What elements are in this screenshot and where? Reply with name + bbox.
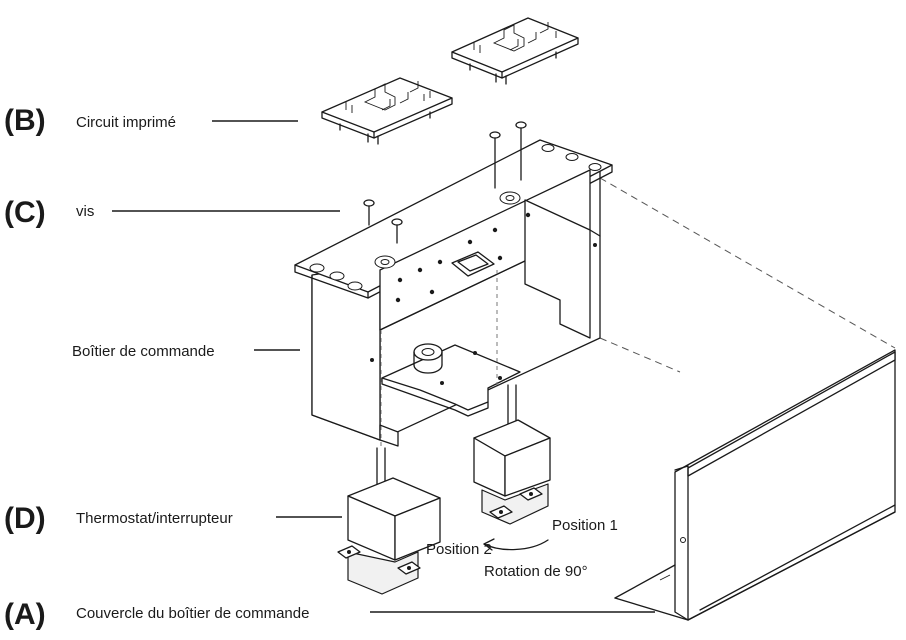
screws xyxy=(363,121,527,244)
screw xyxy=(363,199,375,226)
rotation-label: Rotation de 90° xyxy=(484,563,588,580)
position-1-label: Position 1 xyxy=(552,517,618,534)
callout-label: Couvercle du boîtier de commande xyxy=(76,605,309,622)
thermostat-switch xyxy=(337,330,441,595)
callout-letter: (C) xyxy=(4,196,46,229)
screw xyxy=(391,218,403,244)
bottom-bracket xyxy=(381,343,521,417)
callout-label: Thermostat/interrupteur xyxy=(76,510,233,527)
callout-d: (D) Thermostat/interrupteur xyxy=(4,502,342,535)
control-box-cover xyxy=(614,349,896,621)
cover-alignment-lines xyxy=(599,177,896,373)
position-2-label: Position 2 xyxy=(426,541,492,558)
callout-letter: (A) xyxy=(4,598,46,631)
rotation-arrow-icon xyxy=(483,538,549,551)
callout-letter: (B) xyxy=(4,104,46,137)
callout-a: (A) Couvercle du boîtier de commande xyxy=(4,598,655,631)
screw xyxy=(515,121,527,181)
callout-box: Boîtier de commande xyxy=(72,343,300,360)
callout-c: (C) vis xyxy=(4,196,340,229)
callout-letter: (D) xyxy=(4,502,46,535)
circuit-board xyxy=(451,17,579,85)
screw xyxy=(489,131,501,189)
callout-label: vis xyxy=(76,203,94,220)
circuit-board xyxy=(321,77,453,145)
callout-b: (B) Circuit imprimé xyxy=(4,104,298,137)
thermostat-switch xyxy=(473,270,551,525)
callout-label: Boîtier de commande xyxy=(72,343,215,360)
callout-label: Circuit imprimé xyxy=(76,114,176,131)
